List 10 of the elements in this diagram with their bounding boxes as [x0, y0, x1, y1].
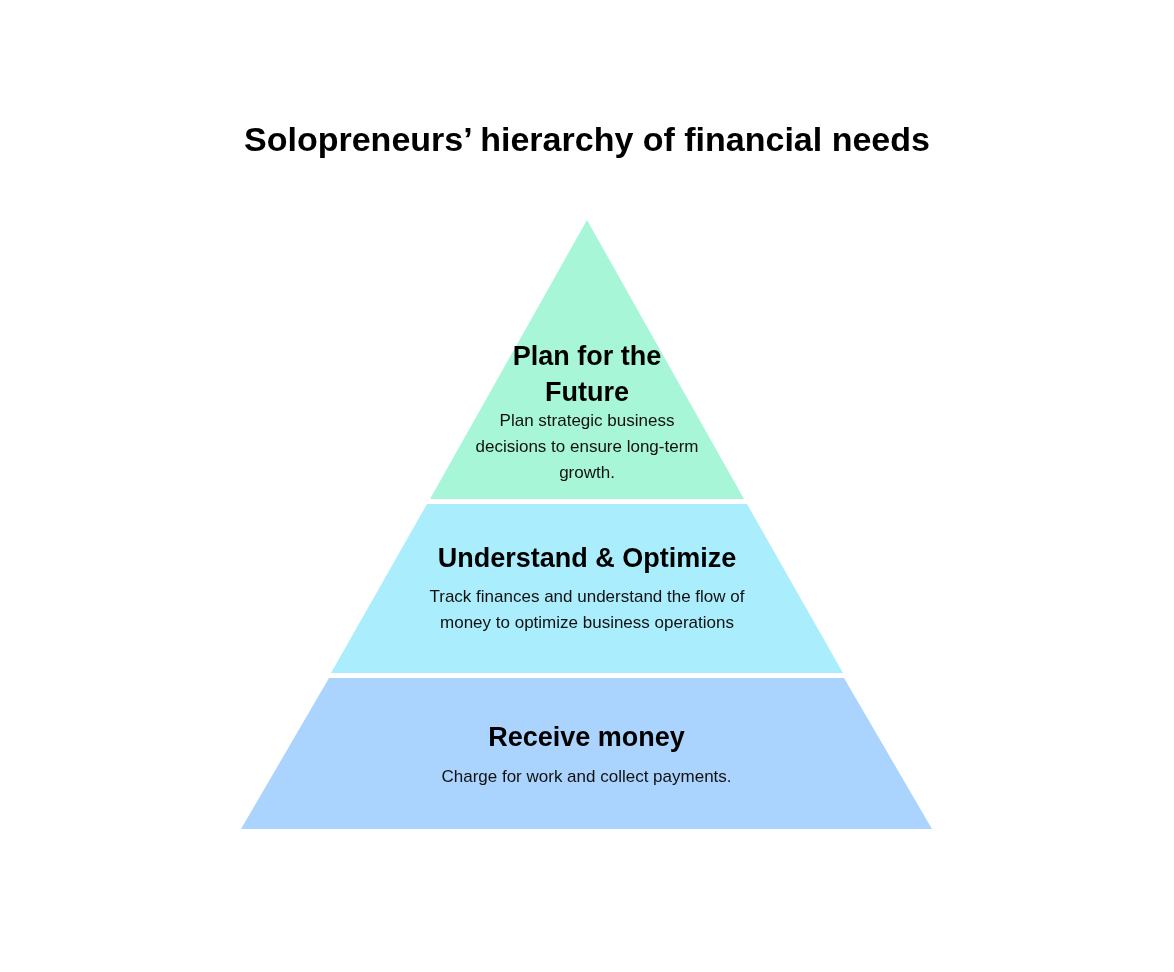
tier-description: Charge for work and collect payments.	[440, 766, 733, 788]
diagram-title: Solopreneurs’ hierarchy of financial needs	[243, 120, 931, 159]
pyramid-tier	[430, 220, 744, 499]
tier-description: Track finances and understand the flow of money to optimize business operations	[428, 586, 746, 634]
tier-heading: Receive money	[487, 721, 686, 754]
tier-description: Plan strategic business decisions to ensure long-term growth.	[474, 410, 700, 484]
tier-heading: Understand & Optimize	[436, 542, 738, 575]
pyramid-tier	[241, 678, 932, 829]
pyramid-tier	[331, 504, 843, 673]
tier-heading: Plan for the Future	[511, 340, 663, 409]
